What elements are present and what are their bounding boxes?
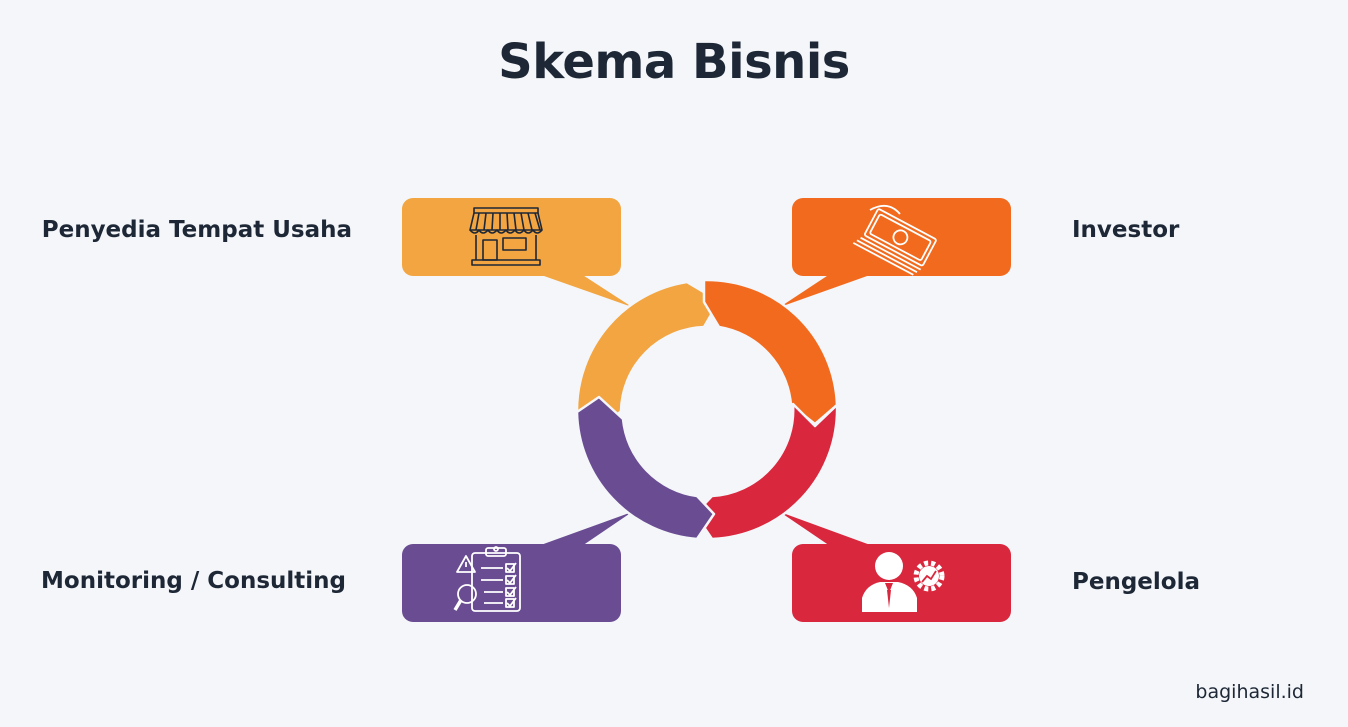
cycle-arrow-top-right xyxy=(702,278,839,426)
store-icon xyxy=(469,207,543,266)
callout-bottom-left xyxy=(402,512,632,622)
cycle-arrow-bottom-right xyxy=(693,402,839,541)
manager-icon xyxy=(862,552,945,612)
money-icon xyxy=(852,204,937,276)
callout-top-left xyxy=(402,198,632,307)
brand-watermark: bagihasil.id xyxy=(1195,681,1304,703)
label-monitoring-consulting: Monitoring / Consulting xyxy=(41,568,346,594)
page-title: Skema Bisnis xyxy=(498,34,850,90)
checklist-icon xyxy=(453,546,521,612)
callout-top-right xyxy=(780,198,1011,307)
cycle-arrow-bottom-left xyxy=(575,395,716,541)
label-pengelola: Pengelola xyxy=(1072,569,1200,595)
label-investor: Investor xyxy=(1072,217,1180,243)
label-penyedia-tempat-usaha: Penyedia Tempat Usaha xyxy=(41,217,352,243)
